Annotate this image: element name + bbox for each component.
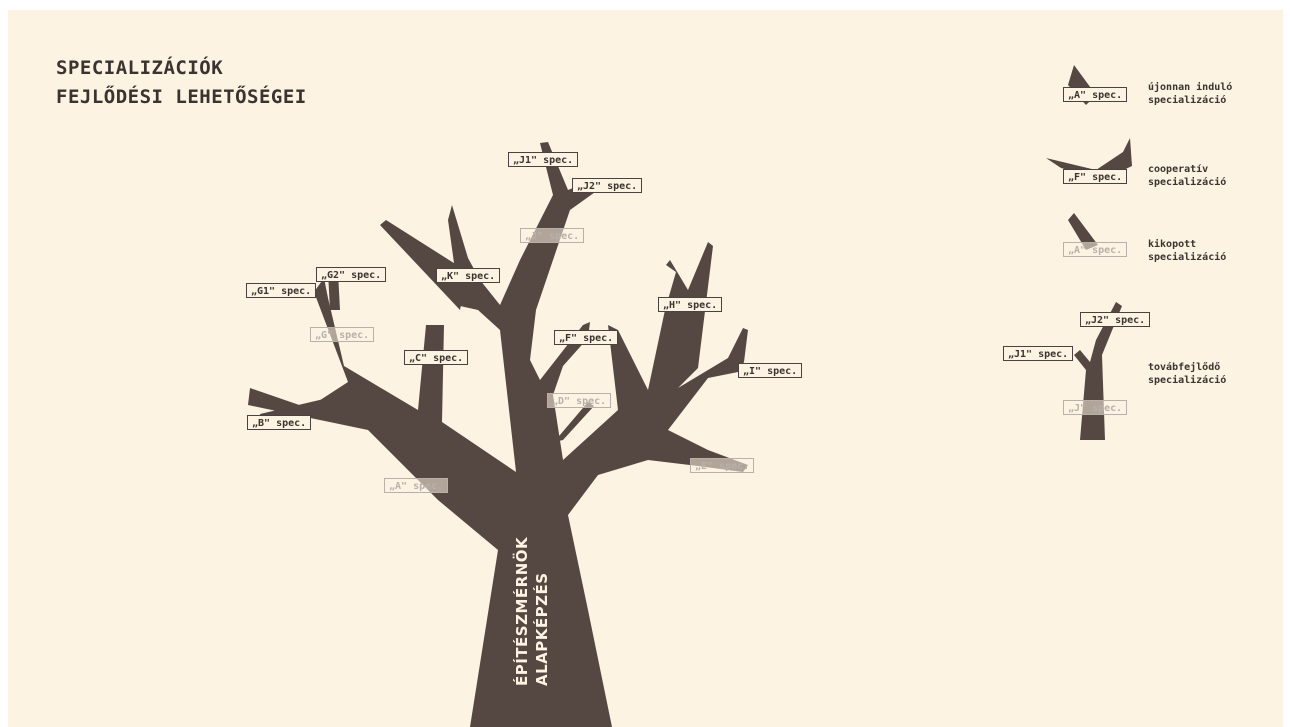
trunk-label: ÉPÍTÉSZMÉRNÖK ALAPKÉPZÉS <box>512 537 552 686</box>
legend-coop-text: cooperatív specializáció <box>1148 163 1226 189</box>
label-b: „B" spec. <box>247 415 312 430</box>
legend-new-text: újonnan induló specializáció <box>1148 81 1232 107</box>
trunk-label-line-2: ALAPKÉPZÉS <box>533 572 551 686</box>
label-k: „K" spec. <box>436 268 501 283</box>
legend-evolving-text-2: specializáció <box>1148 375 1227 386</box>
branch-d <box>554 402 594 442</box>
legend-new-label: „A" spec. <box>1063 87 1128 102</box>
diagram-canvas: SPECIALIZÁCIÓK FEJLŐDÉSI LEHETŐSÉGEI ÉPÍ… <box>8 10 1283 727</box>
title-line-1: SPECIALIZÁCIÓK <box>56 57 224 79</box>
legend-evolving-text-1: továbfejlődő <box>1148 362 1221 373</box>
legend-coop-label: „F" spec. <box>1063 169 1128 184</box>
legend-obsolete-text-2: specializáció <box>1148 252 1227 263</box>
label-j1: „J1" spec. <box>508 152 579 167</box>
label-e: „E" spec. <box>690 458 755 473</box>
label-i: „I" spec. <box>738 363 803 378</box>
branch-k <box>380 220 468 310</box>
label-d: „D" spec. <box>547 393 612 408</box>
label-g1: „G1" spec. <box>246 283 317 298</box>
page-title: SPECIALIZÁCIÓK FEJLŐDÉSI LEHETŐSÉGEI <box>56 54 307 112</box>
legend-obsolete-text: kikopott specializáció <box>1148 238 1226 264</box>
legend-new-text-1: újonnan induló <box>1148 82 1233 93</box>
label-h: „H" spec. <box>658 297 723 312</box>
trunk-label-line-1: ÉPÍTÉSZMÉRNÖK <box>513 536 531 686</box>
label-a: „A" spec. <box>384 478 449 493</box>
label-c: „C" spec. <box>404 350 469 365</box>
legend-coop-text-2: specializáció <box>1148 177 1227 188</box>
tree-graphic <box>248 65 1132 727</box>
legend-obsolete-label: „A" spec. <box>1063 242 1128 257</box>
legend-evolving-label-j: „J" spec. <box>1063 400 1128 415</box>
label-j2: „J2" spec. <box>572 178 643 193</box>
branch-a <box>418 472 482 490</box>
label-g: „G" spec. <box>310 327 375 342</box>
legend-evolving-text: továbfejlődő specializáció <box>1148 361 1226 387</box>
legend-evolving-label-j2: „J2" spec. <box>1080 312 1151 327</box>
branch-j <box>526 235 544 285</box>
legend-obsolete-text-1: kikopott <box>1148 239 1197 250</box>
label-j: „J" spec. <box>520 228 585 243</box>
label-f: „F" spec. <box>554 330 619 345</box>
legend-evolving-label-j1: „J1" spec. <box>1003 346 1074 361</box>
title-line-2: FEJLŐDÉSI LEHETŐSÉGEI <box>56 86 307 108</box>
trunk <box>248 142 748 727</box>
label-g2: „G2" spec. <box>316 267 387 282</box>
legend-obsolete-branch <box>1068 213 1098 250</box>
legend-new-text-2: specializáció <box>1148 95 1227 106</box>
legend-coop-text-1: cooperatív <box>1148 164 1209 175</box>
